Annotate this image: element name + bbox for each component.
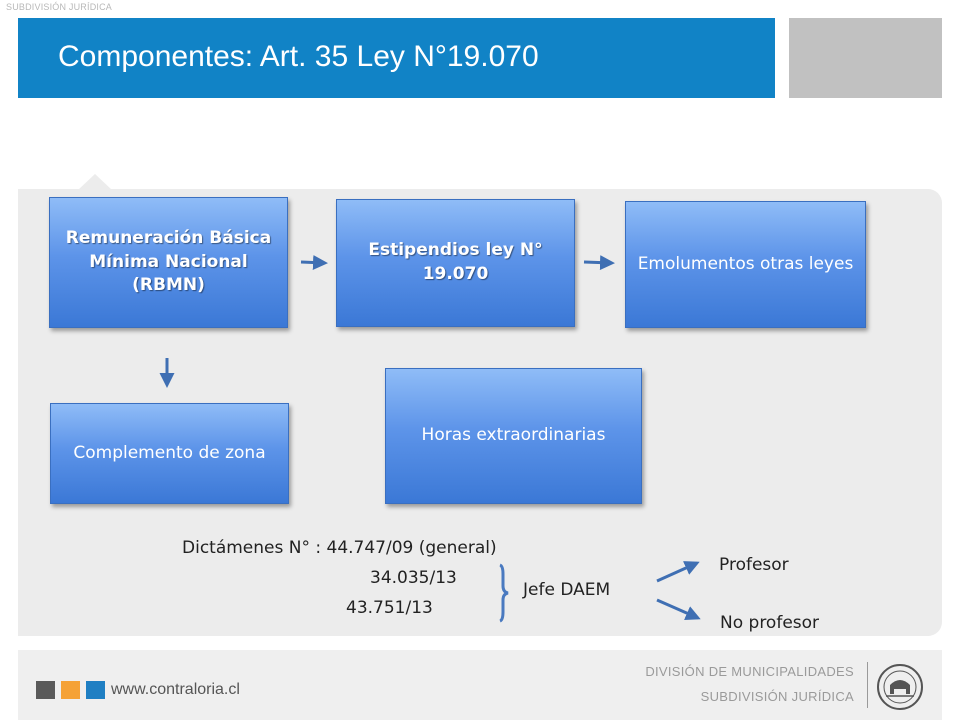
slide-title: Componentes: Art. 35 Ley N°19.070 (58, 40, 539, 73)
gray-accent-block (789, 18, 942, 98)
dictamenes-line-1: Dictámenes N° : 44.747/09 (general) (182, 538, 497, 558)
dictamenes-line-3: 43.751/13 (346, 598, 433, 618)
arrow-estipendios-to-emolumentos (583, 255, 615, 271)
footer-square-gray (36, 681, 55, 699)
arrow-to-profesor (656, 561, 700, 583)
title-bar (18, 18, 775, 98)
box-horas-extraordinarias: Horas extraordinarias (385, 368, 642, 504)
top-label: SUBDIVISIÓN JURÍDICA (6, 2, 113, 12)
footer-square-orange (61, 681, 80, 699)
arrow-to-no-profesor (656, 598, 701, 621)
footer-divider (867, 662, 868, 708)
panel-notch (78, 174, 112, 190)
dictamenes-line-2: 34.035/13 (370, 568, 457, 588)
arrow-rbmn-to-estipendios (300, 255, 328, 270)
contraloria-seal-icon (877, 664, 923, 710)
box-estipendios: Estipendios ley N° 19.070 (336, 199, 575, 327)
box-rbmn: Remuneración Básica Mínima Nacional (RBM… (49, 197, 288, 328)
footer-division: DIVISIÓN DE MUNICIPALIDADES (645, 664, 854, 679)
jefe-daem-label: Jefe DAEM (523, 580, 611, 600)
box-complemento-zona: Complemento de zona (50, 403, 289, 504)
brace-dictamenes (499, 563, 509, 623)
footer-url-link[interactable]: www.contraloria.cl (111, 681, 240, 698)
box-emolumentos: Emolumentos otras leyes (625, 201, 866, 328)
footer-square-blue (86, 681, 105, 699)
footer-bar (18, 650, 942, 720)
profesor-label: Profesor (719, 555, 789, 575)
no-profesor-label: No profesor (720, 613, 820, 633)
footer-subdivision: SUBDIVISIÓN JURÍDICA (700, 689, 854, 704)
